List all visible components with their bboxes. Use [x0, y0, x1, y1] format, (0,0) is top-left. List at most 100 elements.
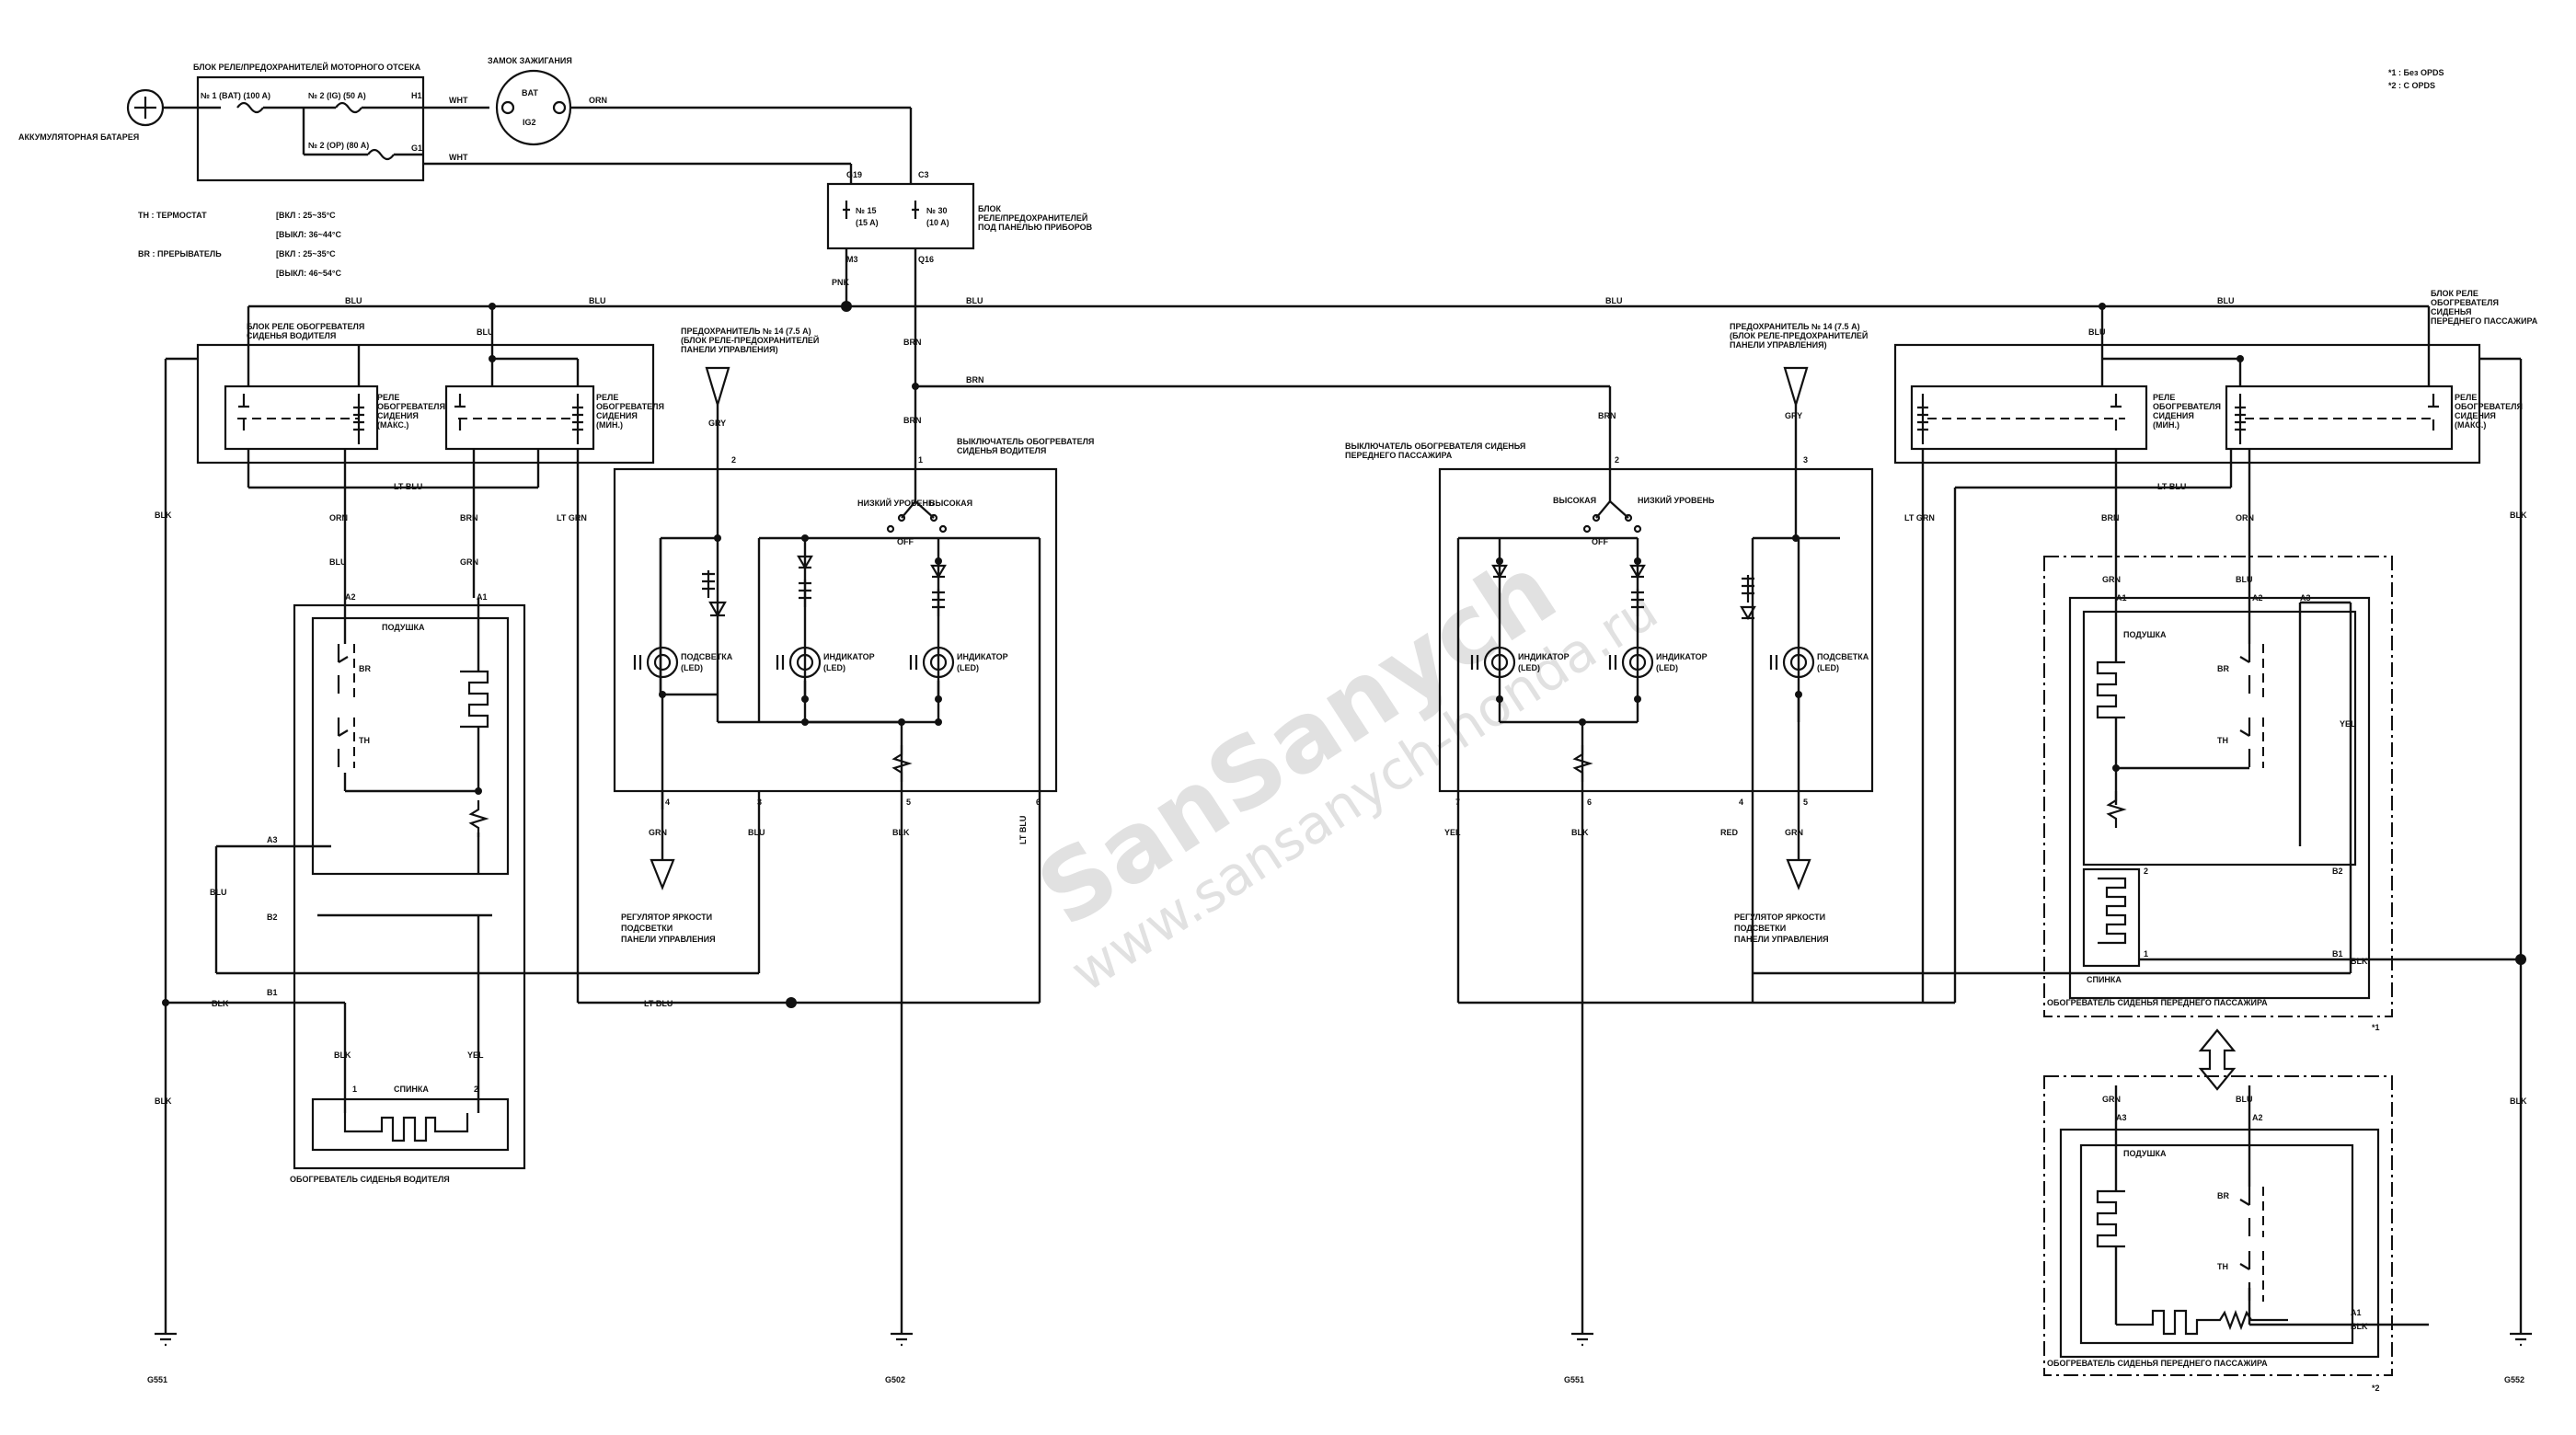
svg-text:BLU: BLU	[1605, 296, 1623, 305]
svg-text:СИДЕНЬЯ ВОДИТЕЛЯ: СИДЕНЬЯ ВОДИТЕЛЯ	[247, 331, 336, 340]
svg-text:1: 1	[918, 455, 923, 465]
svg-text:BLK: BLK	[2351, 957, 2368, 966]
svg-text:BAT: BAT	[522, 88, 538, 98]
passenger-relay-block: БЛОК РЕЛЕ ОБОГРЕВАТЕЛЯ СИДЕНЬЯ ПЕРЕДНЕГО…	[1893, 289, 2538, 465]
svg-text:BLK: BLK	[334, 1050, 351, 1060]
svg-text:(15 A): (15 A)	[856, 218, 879, 227]
svg-text:ВЫКЛЮЧАТЕЛЬ ОБОГРЕВАТЕЛЯ: ВЫКЛЮЧАТЕЛЬ ОБОГРЕВАТЕЛЯ	[957, 437, 1094, 446]
note-opds-1: *1 : Без OPDS	[2388, 68, 2444, 77]
svg-text:IG2: IG2	[523, 118, 536, 127]
svg-text:1: 1	[2144, 949, 2148, 959]
svg-text:B2: B2	[2332, 867, 2343, 876]
svg-text:2: 2	[731, 455, 736, 465]
engine-fusebox-title: БЛОК РЕЛЕ/ПРЕДОХРАНИТЕЛЕЙ МОТОРНОГО ОТСЕ…	[193, 62, 421, 72]
svg-text:СИДЕНИЯ: СИДЕНИЯ	[2153, 411, 2194, 420]
svg-text:[ВЫКЛ: 46~54°C: [ВЫКЛ: 46~54°C	[276, 269, 341, 278]
svg-text:НИЗКИЙ УРОВЕНЬ: НИЗКИЙ УРОВЕНЬ	[1638, 495, 1715, 505]
svg-text:ПОДСВЕТКИ: ПОДСВЕТКИ	[621, 924, 673, 933]
svg-text:LT BLU: LT BLU	[2157, 482, 2186, 491]
svg-text:СИДЕНИЯ: СИДЕНИЯ	[2455, 411, 2496, 420]
svg-text:ORN: ORN	[589, 96, 607, 105]
svg-text:A3: A3	[2116, 1113, 2127, 1122]
svg-text:СИДЕНЬЯ: СИДЕНЬЯ	[2431, 307, 2471, 316]
battery-label: АККУМУЛЯТОРНАЯ БАТАРЕЯ	[18, 132, 139, 142]
svg-text:СПИНКА: СПИНКА	[394, 1085, 429, 1094]
svg-text:GRN: GRN	[2102, 1095, 2121, 1104]
svg-text:№ 15: № 15	[856, 206, 877, 215]
svg-text:BRN: BRN	[460, 513, 478, 522]
svg-text:№ 2 (IG) (50 A): № 2 (IG) (50 A)	[308, 91, 366, 100]
svg-text:6: 6	[1587, 798, 1592, 807]
svg-text:ПОДСВЕТКА: ПОДСВЕТКА	[681, 652, 733, 661]
svg-text:GRN: GRN	[1785, 828, 1803, 837]
svg-text:ВЫСОКАЯ: ВЫСОКАЯ	[929, 499, 972, 508]
watermark: SanSanych www.sansanych-honda.ru	[1018, 533, 1668, 1004]
driver-switch: ПРЕДОХРАНИТЕЛЬ № 14 (7.5 A) (БЛОК РЕЛЕ-П…	[216, 327, 1094, 1384]
svg-text:ОБОГРЕВАТЕЛЬ СИДЕНЬЯ ВОДИТЕЛЯ: ОБОГРЕВАТЕЛЬ СИДЕНЬЯ ВОДИТЕЛЯ	[290, 1175, 450, 1184]
svg-text:(LED): (LED)	[823, 663, 845, 672]
ignition-title: ЗАМОК ЗАЖИГАНИЯ	[488, 56, 572, 65]
svg-text:№ 30: № 30	[926, 206, 948, 215]
svg-text:A3: A3	[2300, 593, 2311, 603]
svg-text:РЕГУЛЯТОР ЯРКОСТИ: РЕГУЛЯТОР ЯРКОСТИ	[1734, 913, 1825, 922]
svg-text:BLK: BLK	[155, 1096, 172, 1106]
svg-text:ОБОГРЕВАТЕЛЬ СИДЕНЬЯ ПЕРЕДНЕГО: ОБОГРЕВАТЕЛЬ СИДЕНЬЯ ПЕРЕДНЕГО ПАССАЖИРА	[2047, 1359, 2268, 1368]
svg-text:(МАКС.): (МАКС.)	[2455, 420, 2486, 430]
note-opds-2: *2 : С OPDS	[2388, 81, 2435, 90]
svg-text:G551: G551	[147, 1375, 167, 1384]
svg-text:WHT: WHT	[449, 96, 468, 105]
svg-text:ИНДИКАТОР: ИНДИКАТОР	[1656, 652, 1708, 661]
svg-text:GRY: GRY	[1785, 411, 1802, 420]
svg-text:G19: G19	[846, 170, 862, 179]
svg-text:BLU: BLU	[2217, 296, 2235, 305]
svg-text:BLK: BLK	[212, 999, 229, 1008]
svg-text:M3: M3	[846, 255, 858, 264]
svg-text:(LED): (LED)	[1817, 663, 1839, 672]
svg-text:BLK: BLK	[2510, 1096, 2527, 1106]
svg-text:Q16: Q16	[918, 255, 934, 264]
svg-text:GRN: GRN	[649, 828, 667, 837]
svg-text:RED: RED	[1720, 828, 1739, 837]
svg-text:H1: H1	[411, 91, 422, 100]
svg-text:G1: G1	[411, 144, 422, 153]
svg-text:ПОДУШКА: ПОДУШКА	[2123, 630, 2167, 639]
svg-text:TH: TH	[2217, 736, 2228, 745]
svg-text:A1: A1	[2351, 1308, 2362, 1317]
svg-text:ORN: ORN	[329, 513, 348, 522]
svg-text:[ВКЛ : 25~35°C: [ВКЛ : 25~35°C	[276, 249, 336, 258]
svg-text:ПОДУШКА: ПОДУШКА	[2123, 1149, 2167, 1158]
svg-text:BLU: BLU	[2236, 575, 2253, 584]
svg-text:(10 A): (10 A)	[926, 218, 949, 227]
svg-text:ВЫКЛЮЧАТЕЛЬ ОБОГРЕВАТЕЛЯ СИДЕН: ВЫКЛЮЧАТЕЛЬ ОБОГРЕВАТЕЛЯ СИДЕНЬЯ	[1345, 442, 1525, 451]
svg-text:[ВЫКЛ: 36~44°C: [ВЫКЛ: 36~44°C	[276, 230, 341, 239]
svg-text:РЕЛЕ: РЕЛЕ	[2153, 393, 2175, 402]
svg-text:БЛОК РЕЛЕ: БЛОК РЕЛЕ	[2431, 289, 2478, 298]
svg-text:*2: *2	[2372, 1383, 2380, 1393]
svg-text:TH: TH	[2217, 1262, 2228, 1271]
svg-text:ОБОГРЕВАТЕЛЬ СИДЕНЬЯ ПЕРЕДНЕГО: ОБОГРЕВАТЕЛЬ СИДЕНЬЯ ПЕРЕДНЕГО ПАССАЖИРА	[2047, 998, 2268, 1007]
svg-text:LT BLU: LT BLU	[394, 482, 422, 491]
svg-text:TH: TH	[359, 736, 370, 745]
svg-text:LT GRN: LT GRN	[1904, 513, 1935, 522]
svg-text:BLK: BLK	[2510, 511, 2527, 520]
svg-text:ПОДСВЕТКА: ПОДСВЕТКА	[1817, 652, 1869, 661]
svg-text:(БЛОК РЕЛЕ-ПРЕДОХРАНИТЕЛЕЙ: (БЛОК РЕЛЕ-ПРЕДОХРАНИТЕЛЕЙ	[681, 335, 819, 345]
svg-text:ПРЕДОХРАНИТЕЛЬ № 14 (7.5 A): ПРЕДОХРАНИТЕЛЬ № 14 (7.5 A)	[1730, 322, 1860, 331]
svg-text:4: 4	[665, 798, 670, 807]
svg-text:ПЕРЕДНЕГО ПАССАЖИРА: ПЕРЕДНЕГО ПАССАЖИРА	[1345, 451, 1453, 460]
svg-text:A2: A2	[2252, 1113, 2263, 1122]
svg-text:OFF: OFF	[1592, 537, 1608, 546]
svg-text:GRN: GRN	[460, 557, 478, 567]
svg-text:YEL: YEL	[2340, 719, 2356, 729]
svg-text:YEL: YEL	[467, 1050, 484, 1060]
dash-fusebox: № 15 (15 A) № 30 (10 A) G19 C3 M3 Q16 БЛ…	[826, 170, 1093, 264]
svg-text:ИНДИКАТОР: ИНДИКАТОР	[957, 652, 1008, 661]
svg-text:BLU: BLU	[966, 296, 983, 305]
svg-text:СИДЕНИЯ: СИДЕНИЯ	[596, 411, 638, 420]
svg-text:3: 3	[1803, 455, 1808, 465]
svg-text:ВЫСОКАЯ: ВЫСОКАЯ	[1553, 496, 1596, 505]
svg-text:GRY: GRY	[708, 419, 726, 428]
svg-text:7: 7	[1455, 798, 1460, 807]
engine-fusebox: БЛОК РЕЛЕ/ПРЕДОХРАНИТЕЛЕЙ МОТОРНОГО ОТСЕ…	[193, 62, 425, 182]
